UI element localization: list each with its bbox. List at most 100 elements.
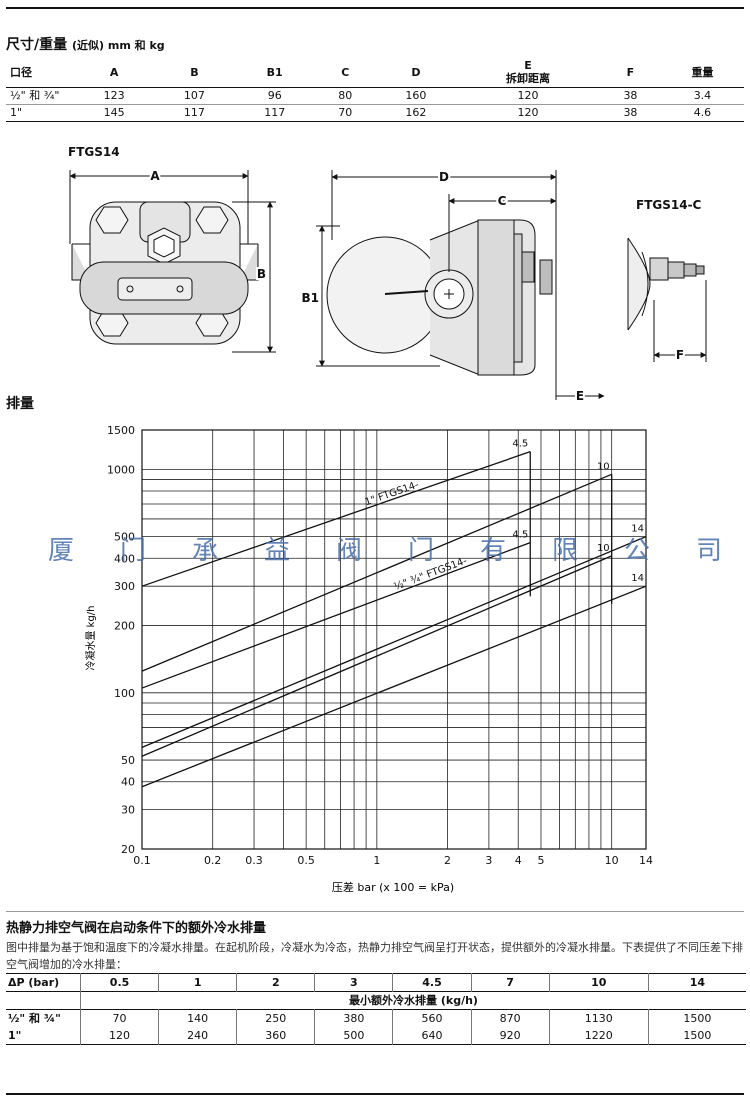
chart-xlabel: 压差 bar (x 100 = kPa)	[332, 880, 454, 894]
cell: 3.4	[693, 89, 712, 102]
series-end-label: 14	[631, 524, 644, 535]
cell: 70	[79, 1009, 159, 1027]
y-tick-label: 400	[114, 552, 135, 565]
table-row: 1" 145 117 117 70 162 120 38 4.6	[6, 105, 744, 122]
dim-c-label: C	[498, 194, 507, 208]
cell: 1500	[647, 1009, 746, 1027]
flow-subheader-blank	[6, 992, 81, 1010]
trap-drawings: A B D C B1 E F	[69, 167, 707, 405]
cell: ½" 和 ¾"	[10, 89, 60, 102]
cell: 1"	[8, 1029, 22, 1042]
extra-section-title: 热静力排空气阀在启动条件下的额外冷水排量	[6, 921, 267, 936]
dims-col-d: D	[411, 65, 421, 79]
watermark: 厦门承益阀门有限公司	[0, 530, 750, 570]
y-tick-label: 200	[114, 620, 135, 633]
cell: 1"	[10, 106, 23, 119]
cell: 4.6	[693, 106, 712, 119]
flow-subheader-row: 最小额外冷水排量 (kg/h)	[6, 991, 746, 1010]
dim-b1-label: B1	[302, 291, 320, 305]
extra-flow-table: ΔP (bar) 0.5 1 2 3 4.5 7 10 14 最小额外冷水排量 …	[6, 973, 746, 1045]
dims-col-weight: 重量	[691, 65, 714, 79]
watermark-char: 厦	[48, 536, 75, 566]
cell: 380	[314, 1009, 393, 1027]
flow-col: 3	[314, 973, 393, 992]
y-tick-label: 1000	[107, 463, 135, 476]
x-tick-label: 3	[485, 854, 492, 867]
flow-col: 1	[158, 973, 237, 992]
x-tick-label: 1	[373, 854, 380, 867]
cell: 360	[236, 1027, 315, 1045]
watermark-char: 公	[624, 536, 651, 566]
x-tick-label: 10	[605, 854, 619, 867]
y-tick-label: 300	[114, 580, 135, 593]
cell: 70	[338, 106, 353, 119]
dims-col-a: A	[109, 65, 119, 79]
flow-col: 0.5	[79, 973, 159, 992]
watermark-char: 门	[408, 536, 435, 566]
x-tick-label: 0.2	[204, 854, 222, 867]
cell: 160	[405, 89, 427, 102]
cell: 140	[158, 1009, 237, 1027]
cell: 162	[405, 106, 427, 119]
x-tick-label: 0.5	[297, 854, 315, 867]
cell: 120	[517, 89, 539, 102]
chart-ylabel: 冷凝水量 kg/h	[84, 605, 97, 670]
dim-e-label: E	[576, 389, 584, 403]
dims-col-c: C	[341, 65, 350, 79]
series-end-label: 10	[597, 543, 610, 554]
flow-col: 7	[470, 973, 550, 992]
extra-section-paragraph: 图中排量为基于饱和温度下的冷凝水排量。在起机阶段，冷凝水为冷态，热静力排空气阀呈…	[6, 941, 743, 971]
flow-col: 10	[548, 973, 649, 992]
x-tick-label: 4	[515, 854, 522, 867]
x-tick-label: 0.3	[245, 854, 263, 867]
y-tick-label: 20	[121, 843, 135, 856]
flow-col: 2	[236, 973, 315, 992]
cell: 640	[392, 1027, 472, 1045]
plot-frame	[141, 429, 647, 850]
dims-subtitle: (近似) mm 和 kg	[72, 39, 165, 52]
cell: 145	[103, 106, 125, 119]
series-end-label: 14	[631, 573, 644, 584]
y-tick-label: 500	[114, 531, 135, 544]
cell: 1500	[647, 1027, 746, 1045]
bottom-rule	[6, 1093, 744, 1095]
y-tick-label: 30	[121, 804, 135, 817]
ftgs14c-drawing	[627, 237, 705, 331]
series-line	[141, 473, 612, 672]
dim-d-label: D	[439, 170, 449, 184]
flow-header-label: ΔP (bar)	[8, 976, 60, 989]
cell: 1130	[548, 1009, 649, 1027]
top-rule	[6, 7, 744, 9]
cell: 38	[623, 89, 638, 102]
side-view-drawing	[326, 219, 553, 376]
cell: 1220	[548, 1027, 649, 1045]
y-tick-label: 100	[114, 687, 135, 700]
x-tick-label: 5	[537, 854, 544, 867]
series-line	[141, 451, 531, 587]
watermark-char: 司	[696, 536, 723, 566]
cell: 870	[470, 1009, 550, 1027]
flow-subheader: 最小额外冷水排量 (kg/h)	[80, 991, 746, 1010]
cell: 96	[267, 89, 282, 102]
flow-col: 14	[647, 973, 746, 992]
watermark-char: 限	[552, 536, 579, 566]
flow-header-row: ΔP (bar) 0.5 1 2 3 4.5 7 10 14	[6, 973, 746, 992]
cell: 107	[183, 89, 205, 102]
model-c-label: FTGS14-C	[636, 198, 702, 212]
table-row: ½" 和 ¾" 70 140 250 380 560 870 1130 1500	[6, 1009, 746, 1027]
watermark-char: 阀	[336, 536, 363, 566]
cell: 500	[314, 1027, 393, 1045]
dims-col-e-sub: 拆卸距离	[506, 72, 550, 85]
dim-b-label: B	[257, 267, 266, 281]
cell: 920	[470, 1027, 550, 1045]
dims-title-text: 尺寸/重量	[6, 37, 68, 53]
dims-col-f: F	[626, 65, 635, 79]
watermark-char: 有	[480, 536, 507, 566]
series-line	[141, 536, 647, 748]
series-line	[141, 555, 612, 757]
cell: 123	[103, 89, 125, 102]
